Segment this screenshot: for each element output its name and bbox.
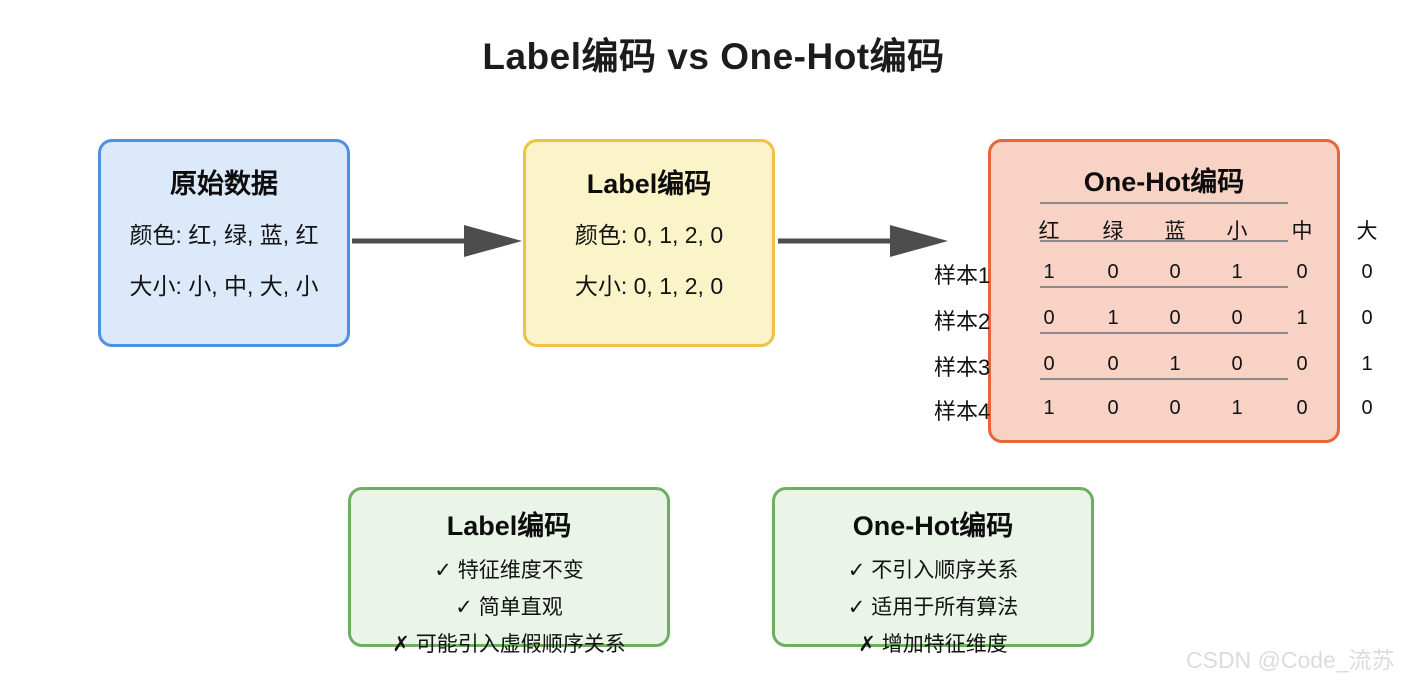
- table-cell: 0: [1361, 307, 1373, 329]
- table-column-header: 大: [1356, 220, 1378, 243]
- table-cell: 0: [1107, 353, 1119, 375]
- onehot-table: 红 绿 蓝 小 中 大样本1 样本2 样本3 样本4 1 0 0 1 0 0 0 1 0 0 1 0 0 0 1 0 0 1 1 0 0 1…: [930, 200, 1427, 430]
- summary-label-con-1: ✗ 可能引入虚假顺序关系: [392, 633, 626, 656]
- summary-label-pro-2: ✓ 简单直观: [455, 596, 563, 619]
- table-cell: 0: [1231, 353, 1243, 375]
- table-cell: 0: [1296, 397, 1308, 419]
- table-cell: 1: [1043, 261, 1055, 283]
- table-cell: 1: [1361, 353, 1373, 375]
- table-cell: 1: [1231, 261, 1243, 283]
- table-cell: 1: [1169, 353, 1181, 375]
- summary-onehot-title: One-Hot编码: [852, 511, 1014, 541]
- original-data-size-line: 大小: 小, 中, 大, 小: [129, 273, 319, 299]
- table-rule: [1040, 378, 1288, 380]
- table-cell: 0: [1169, 307, 1181, 329]
- table-column-header: 小: [1226, 220, 1248, 243]
- page-title: Label编码 vs One-Hot编码: [482, 36, 945, 77]
- table-column-header: 中: [1291, 220, 1313, 243]
- table-cell: 0: [1107, 261, 1119, 283]
- onehot-encoding-box: One-Hot编码: [988, 139, 1340, 443]
- table-cell: 0: [1169, 261, 1181, 283]
- table-cell: 1: [1296, 307, 1308, 329]
- table-rule: [1040, 332, 1288, 334]
- summary-label-pro-1: ✓ 特征维度不变: [434, 559, 584, 582]
- label-encoding-color-line: 颜色: 0, 1, 2, 0: [574, 222, 724, 248]
- table-cell: 0: [1169, 397, 1181, 419]
- label-encoding-title: Label编码: [586, 169, 712, 199]
- table-rule: [1040, 286, 1288, 288]
- table-cell: 0: [1361, 397, 1373, 419]
- table-column-header: 蓝: [1164, 220, 1186, 243]
- summary-onehot-con-1: ✗ 增加特征维度: [858, 633, 1008, 656]
- table-column-header: 红: [1038, 220, 1060, 243]
- summary-onehot-pro-2: ✓ 适用于所有算法: [847, 596, 1019, 619]
- original-data-title: 原始数据: [170, 169, 278, 199]
- table-row-label: 样本4: [934, 399, 991, 424]
- table-row-label: 样本3: [934, 355, 991, 380]
- table-rule: [1040, 202, 1288, 204]
- table-cell: 0: [1361, 261, 1373, 283]
- table-cell: 0: [1043, 307, 1055, 329]
- table-cell: 0: [1043, 353, 1055, 375]
- table-row-label: 样本2: [934, 309, 991, 334]
- table-column-header: 绿: [1102, 220, 1124, 243]
- table-cell: 0: [1231, 307, 1243, 329]
- label-encoding-size-line: 大小: 0, 1, 2, 0: [574, 273, 724, 299]
- original-data-color-line: 颜色: 红, 绿, 蓝, 红: [129, 222, 319, 248]
- summary-label-encoding-box: Label编码 ✓ 特征维度不变 ✓ 简单直观 ✗ 可能引入虚假顺序关系: [348, 487, 670, 656]
- table-cell: 1: [1043, 397, 1055, 419]
- label-encoding-box: Label编码 颜色: 0, 1, 2, 0 大小: 0, 1, 2, 0: [523, 139, 775, 347]
- table-cell: 0: [1296, 353, 1308, 375]
- table-cell: 0: [1107, 397, 1119, 419]
- arrow-right-icon-2: [778, 224, 950, 263]
- table-cell: 1: [1231, 397, 1243, 419]
- summary-onehot-pro-1: ✓ 不引入顺序关系: [847, 559, 1019, 582]
- table-cell: 0: [1296, 261, 1308, 283]
- onehot-encoding-title: One-Hot编码: [1083, 167, 1245, 197]
- arrow-right-icon-1: [352, 224, 524, 263]
- table-cell: 1: [1107, 307, 1119, 329]
- table-rule: [1040, 240, 1288, 242]
- watermark: CSDN @Code_流苏: [1186, 647, 1395, 673]
- summary-label-title: Label编码: [446, 511, 572, 541]
- summary-onehot-encoding-box: One-Hot编码 ✓ 不引入顺序关系 ✓ 适用于所有算法 ✗ 增加特征维度: [772, 487, 1094, 656]
- original-data-box: 原始数据 颜色: 红, 绿, 蓝, 红 大小: 小, 中, 大, 小: [98, 139, 350, 347]
- table-row-label: 样本1: [934, 263, 991, 288]
